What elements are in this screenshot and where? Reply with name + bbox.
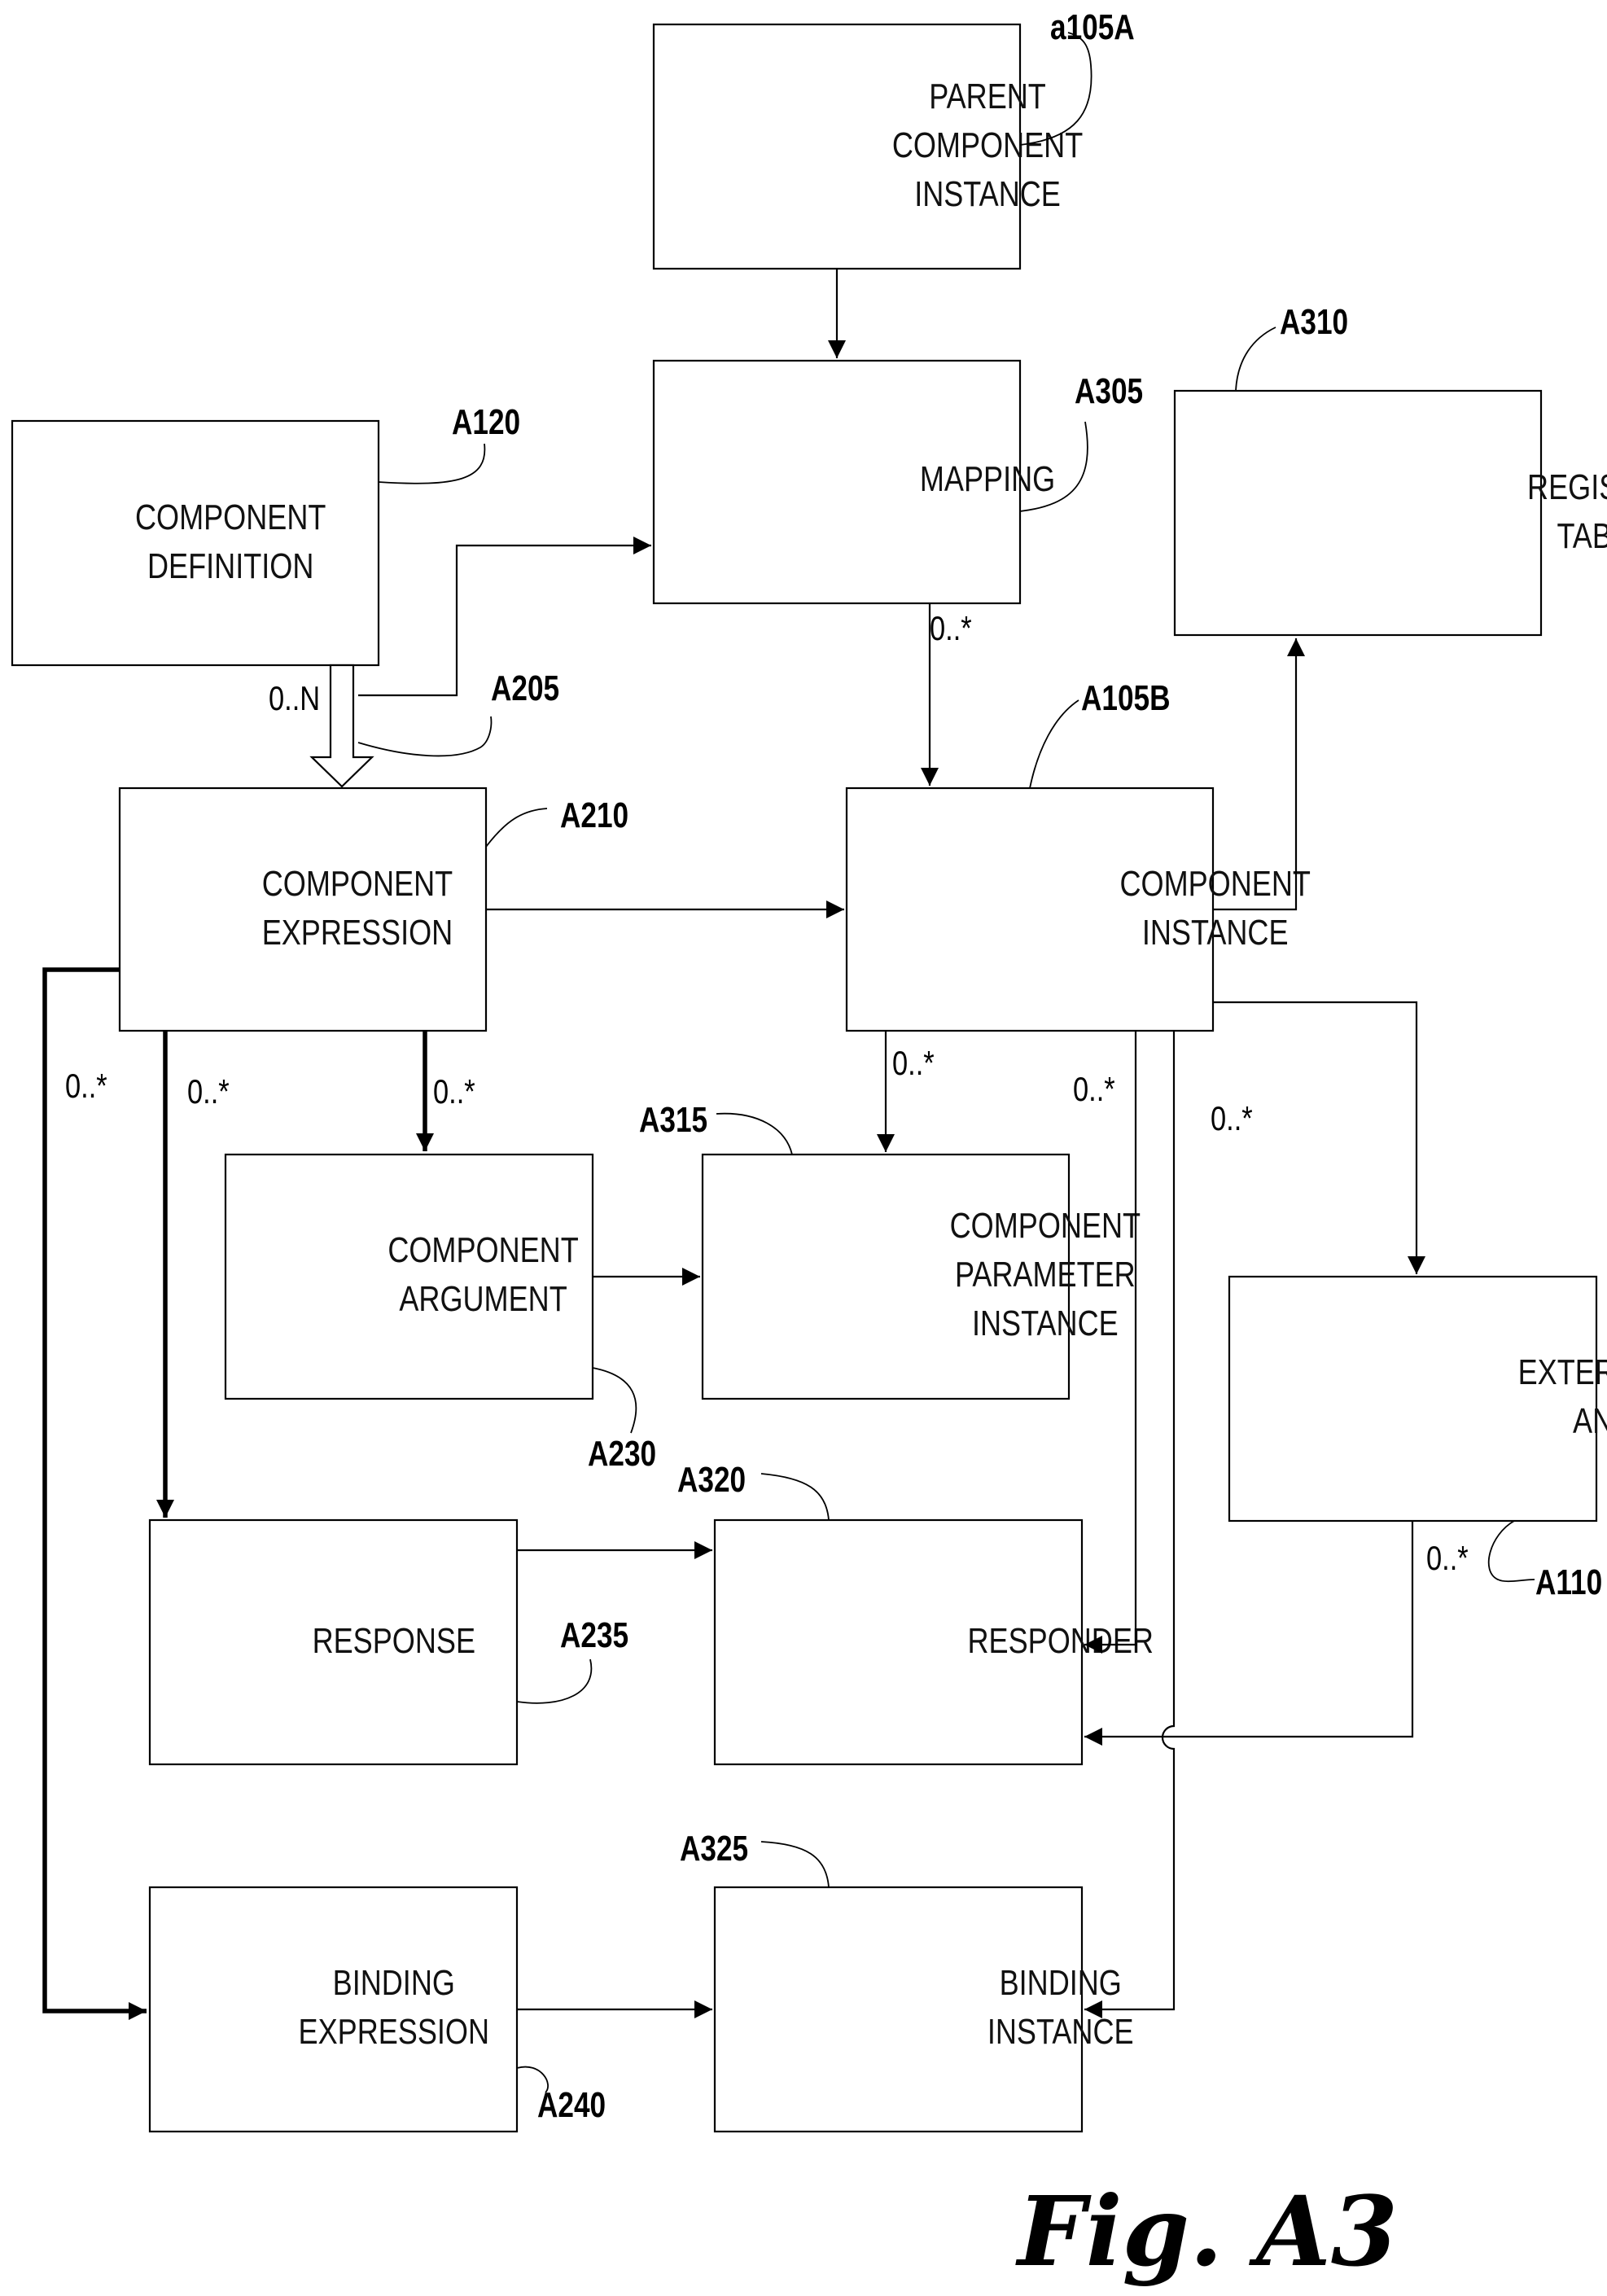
component-expression-line-1: COMPONENT <box>262 864 453 904</box>
binding-instance-line-1: BINDING <box>1000 1963 1122 2003</box>
leader-a105b <box>1030 700 1079 788</box>
binding-instance-line-2: INSTANCE <box>987 2012 1134 2052</box>
external-objects-and-events-line-2: AND EVENTS <box>1573 1401 1607 1441</box>
binding-expression-box: BINDING EXPRESSION <box>150 1887 517 2132</box>
component-argument-line-1: COMPONENT <box>388 1230 578 1270</box>
mult-expression-response: 0..* <box>187 1073 230 1111</box>
ref-a235: A235 <box>560 1615 628 1655</box>
external-objects-and-events-box: EXTERNAL OBJECTS AND EVENTS <box>1229 1277 1607 1521</box>
register-table-line-1: REGISTER <box>1527 467 1607 507</box>
leader-a230 <box>593 1368 636 1433</box>
ref-a110: A110 <box>1535 1562 1602 1602</box>
register-table-box: REGISTER TABLE <box>1175 391 1607 635</box>
parent-component-instance-line-1: PARENT <box>929 77 1046 116</box>
register-table-line-2: TABLE <box>1557 516 1607 556</box>
ref-a210: A210 <box>560 795 628 835</box>
response-box: RESPONSE <box>150 1520 517 1764</box>
leader-a205 <box>358 716 491 756</box>
ref-a105b: A105B <box>1081 678 1171 718</box>
component-definition-box: COMPONENT DEFINITION <box>12 421 379 665</box>
parent-component-instance-line-2: COMPONENT <box>892 125 1083 165</box>
binding-instance-box: BINDING INSTANCE <box>715 1887 1134 2132</box>
ref-a305: A305 <box>1075 371 1143 411</box>
leader-a235 <box>517 1659 591 1703</box>
ref-a315: A315 <box>639 1100 707 1140</box>
component-instance-line-1: COMPONENT <box>1119 864 1310 904</box>
ref-a240: A240 <box>537 2085 606 2125</box>
mult-instance-binding: 0..* <box>1211 1100 1253 1138</box>
ref-a325: A325 <box>680 1829 748 1869</box>
responder-line-1: RESPONDER <box>967 1621 1153 1661</box>
component-expression-line-2: EXPRESSION <box>262 913 453 953</box>
binding-expression-line-1: BINDING <box>333 1963 455 2003</box>
leader-a315 <box>716 1114 792 1155</box>
binding-expression-line-2: EXPRESSION <box>299 2012 490 2052</box>
component-argument-line-2: ARGUMENT <box>399 1279 567 1319</box>
response-line-1: RESPONSE <box>313 1621 475 1661</box>
mapping-line-1: MAPPING <box>920 459 1055 499</box>
component-expression-box: COMPONENT EXPRESSION <box>120 788 486 1031</box>
ref-a205: A205 <box>491 668 559 708</box>
component-parameter-instance-line-2: PARAMETER <box>955 1255 1136 1295</box>
responder-box: RESPONDER <box>715 1520 1154 1764</box>
mult-instance-responder: 0..* <box>1073 1071 1115 1109</box>
leader-a310 <box>1236 327 1276 391</box>
component-parameter-instance-line-1: COMPONENT <box>950 1206 1141 1246</box>
mult-external-responder: 0..* <box>1426 1540 1469 1578</box>
mapping-box: MAPPING <box>654 361 1055 603</box>
component-parameter-instance-box: COMPONENT PARAMETER INSTANCE <box>703 1155 1141 1399</box>
leader-a210 <box>486 808 547 847</box>
component-instance-line-2: INSTANCE <box>1142 913 1289 953</box>
mult-definition-expression: 0..N <box>269 680 320 718</box>
mult-mapping-instance: 0..* <box>930 610 972 648</box>
parent-component-instance-box: PARENT COMPONENT INSTANCE <box>654 24 1083 269</box>
figure-label: Fig. A3 <box>1015 2175 1398 2288</box>
leader-a110 <box>1489 1521 1535 1581</box>
external-objects-and-events-line-1: EXTERNAL OBJECTS <box>1518 1352 1607 1392</box>
ref-a310: A310 <box>1280 302 1348 342</box>
arrow-instance-to-external <box>1213 1002 1417 1274</box>
component-argument-box: COMPONENT ARGUMENT <box>226 1155 593 1399</box>
mult-instance-parameter: 0..* <box>892 1045 935 1083</box>
leader-a320 <box>761 1474 829 1520</box>
component-definition-line-1: COMPONENT <box>135 497 326 537</box>
arrow-instance-to-binding-instance <box>1084 1031 1174 2009</box>
leader-a120 <box>379 444 484 484</box>
component-parameter-instance-line-3: INSTANCE <box>972 1304 1119 1343</box>
parent-component-instance-line-3: INSTANCE <box>914 174 1061 214</box>
hollow-arrow-definition-to-expression <box>312 665 372 787</box>
mult-expression-argument: 0..* <box>433 1073 475 1111</box>
component-definition-line-2: DEFINITION <box>147 546 313 586</box>
ref-a105a: a105A <box>1050 7 1135 47</box>
arrow-expression-to-binding-expression <box>45 970 147 2011</box>
mult-expression-binding: 0..* <box>65 1067 107 1106</box>
ref-a120: A120 <box>452 402 520 442</box>
leader-a325 <box>761 1842 829 1887</box>
ref-a320: A320 <box>677 1460 746 1500</box>
ref-a230: A230 <box>588 1434 656 1474</box>
